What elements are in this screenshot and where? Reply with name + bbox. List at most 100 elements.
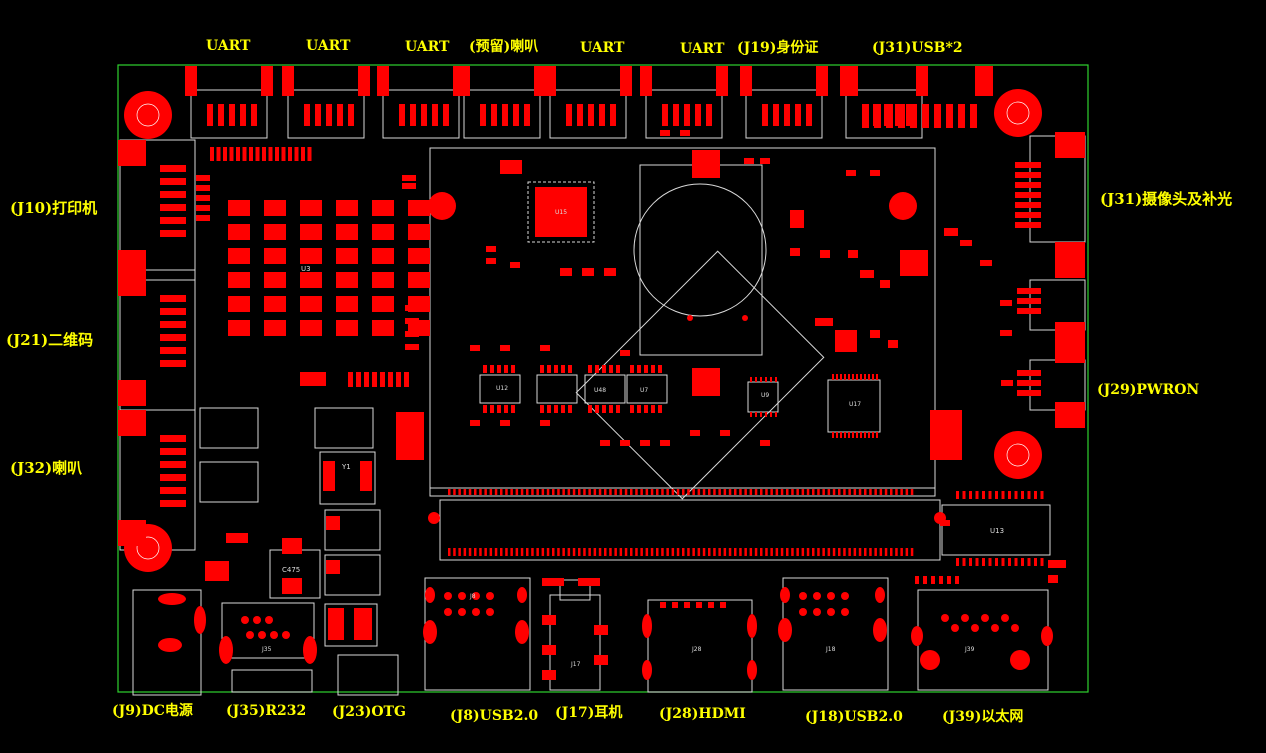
- socket-pin: [869, 548, 872, 556]
- connector-tab: [458, 66, 470, 96]
- socket-pin: [479, 489, 482, 495]
- smd-pad: [578, 578, 600, 586]
- socket-pin: [713, 548, 716, 556]
- label-j6-speaker-reserved: (预留)喇叭: [469, 39, 539, 55]
- label-j35-r232: (J35)R232: [226, 703, 307, 719]
- socket-pin: [619, 489, 623, 495]
- chip-pin: [975, 491, 979, 499]
- soic-pin: [540, 365, 544, 373]
- connector-outline: [382, 89, 460, 139]
- usb-pin: [458, 592, 466, 600]
- qfp-pin: [852, 374, 854, 380]
- socket-pin: [687, 548, 690, 556]
- db9-pin: [270, 631, 278, 639]
- silk-u48: U48: [594, 387, 606, 394]
- qfp-pin: [872, 374, 874, 380]
- ethernet-pin: [961, 614, 969, 622]
- socket-pin: [838, 489, 841, 495]
- connector-pin: [160, 500, 186, 507]
- usb-pin: [934, 104, 941, 128]
- label-j10-printer: (J10)打印机: [10, 199, 98, 217]
- silk-u17: U17: [849, 401, 861, 408]
- socket-pin: [775, 489, 779, 495]
- soic-pin: [490, 365, 494, 373]
- connector-pin: [218, 104, 224, 126]
- soic-pin: [588, 405, 592, 413]
- socket-pin: [682, 489, 685, 495]
- connector-pin: [684, 104, 690, 126]
- smd-pad: [196, 205, 210, 211]
- smd-pad: [388, 372, 393, 387]
- connector-outline: [645, 89, 723, 139]
- connector-pin: [160, 360, 186, 367]
- small-smd-pad: [620, 440, 630, 446]
- chip-pin: [956, 491, 959, 499]
- qfp-pin: [860, 374, 862, 380]
- socket-pin: [468, 548, 472, 556]
- smd-pad: [405, 344, 419, 350]
- socket-pin: [676, 489, 680, 495]
- label-j31-camera: (J31)摄像头及补光: [1100, 190, 1233, 208]
- socket-pin: [744, 489, 747, 495]
- connector-pin: [160, 435, 186, 442]
- socket-pin: [453, 548, 456, 556]
- small-smd-pad: [470, 345, 480, 351]
- socket-pin: [739, 489, 742, 495]
- socket-pin: [572, 489, 576, 495]
- small-smd-pad: [940, 520, 950, 526]
- chip-pin: [1034, 491, 1037, 499]
- soic-pin: [644, 365, 648, 373]
- socket-pin: [864, 489, 867, 495]
- usb-pin: [827, 592, 835, 600]
- connector-pin: [706, 104, 712, 126]
- small-smd-pad: [835, 330, 857, 352]
- socket-pin: [463, 548, 467, 556]
- headphone-outline: [549, 594, 601, 691]
- qfp-pin: [844, 432, 846, 438]
- socket-pin: [546, 489, 550, 495]
- soic-pin: [630, 365, 634, 373]
- module-pad: [228, 296, 250, 312]
- label-j28-hdmi: (J28)HDMI: [659, 706, 746, 722]
- ethernet-tab: [911, 626, 923, 646]
- component-outline: [324, 554, 381, 596]
- chip-pin: [1021, 491, 1024, 499]
- smd-pad: [226, 533, 248, 543]
- ethernet-pin: [981, 614, 989, 622]
- smd-pad: [1048, 575, 1058, 583]
- smd-pad: [348, 372, 353, 387]
- connector-pin: [207, 104, 213, 126]
- db9-tab: [219, 636, 233, 664]
- connector-pin: [1017, 390, 1041, 396]
- headphone-outline: [559, 579, 591, 601]
- chip-pin: [1001, 558, 1005, 566]
- socket-pin: [614, 489, 617, 495]
- socket-pin: [479, 548, 482, 556]
- module-pad: [408, 248, 430, 264]
- qfp-pin: [775, 412, 777, 417]
- mounting-hole: [889, 192, 917, 220]
- socket-pin: [827, 548, 831, 556]
- module-pad: [264, 248, 286, 264]
- qfp-pin: [848, 432, 850, 438]
- socket-pin: [744, 548, 747, 556]
- small-smd-pad: [470, 420, 480, 426]
- component-outline: [324, 603, 378, 647]
- qfp-pin: [848, 374, 850, 380]
- usb-shell: [875, 587, 885, 603]
- silk-u15: U15: [555, 209, 567, 216]
- soic-pin: [651, 365, 655, 373]
- connector-pin: [480, 104, 486, 126]
- label-j23-otg: (J23)OTG: [332, 704, 406, 720]
- connector-pin: [160, 178, 186, 185]
- socket-pin: [728, 548, 732, 556]
- smd-pad: [196, 175, 210, 181]
- socket-pin: [609, 548, 612, 556]
- module-pad: [300, 248, 322, 264]
- soic-pin: [616, 405, 620, 413]
- silk-j18: J18: [825, 646, 836, 653]
- smd-pad: [931, 576, 935, 584]
- small-smd-pad: [510, 262, 520, 268]
- label-j31-usb: (J31)USB*2: [872, 40, 963, 56]
- battery-pad: [692, 150, 720, 178]
